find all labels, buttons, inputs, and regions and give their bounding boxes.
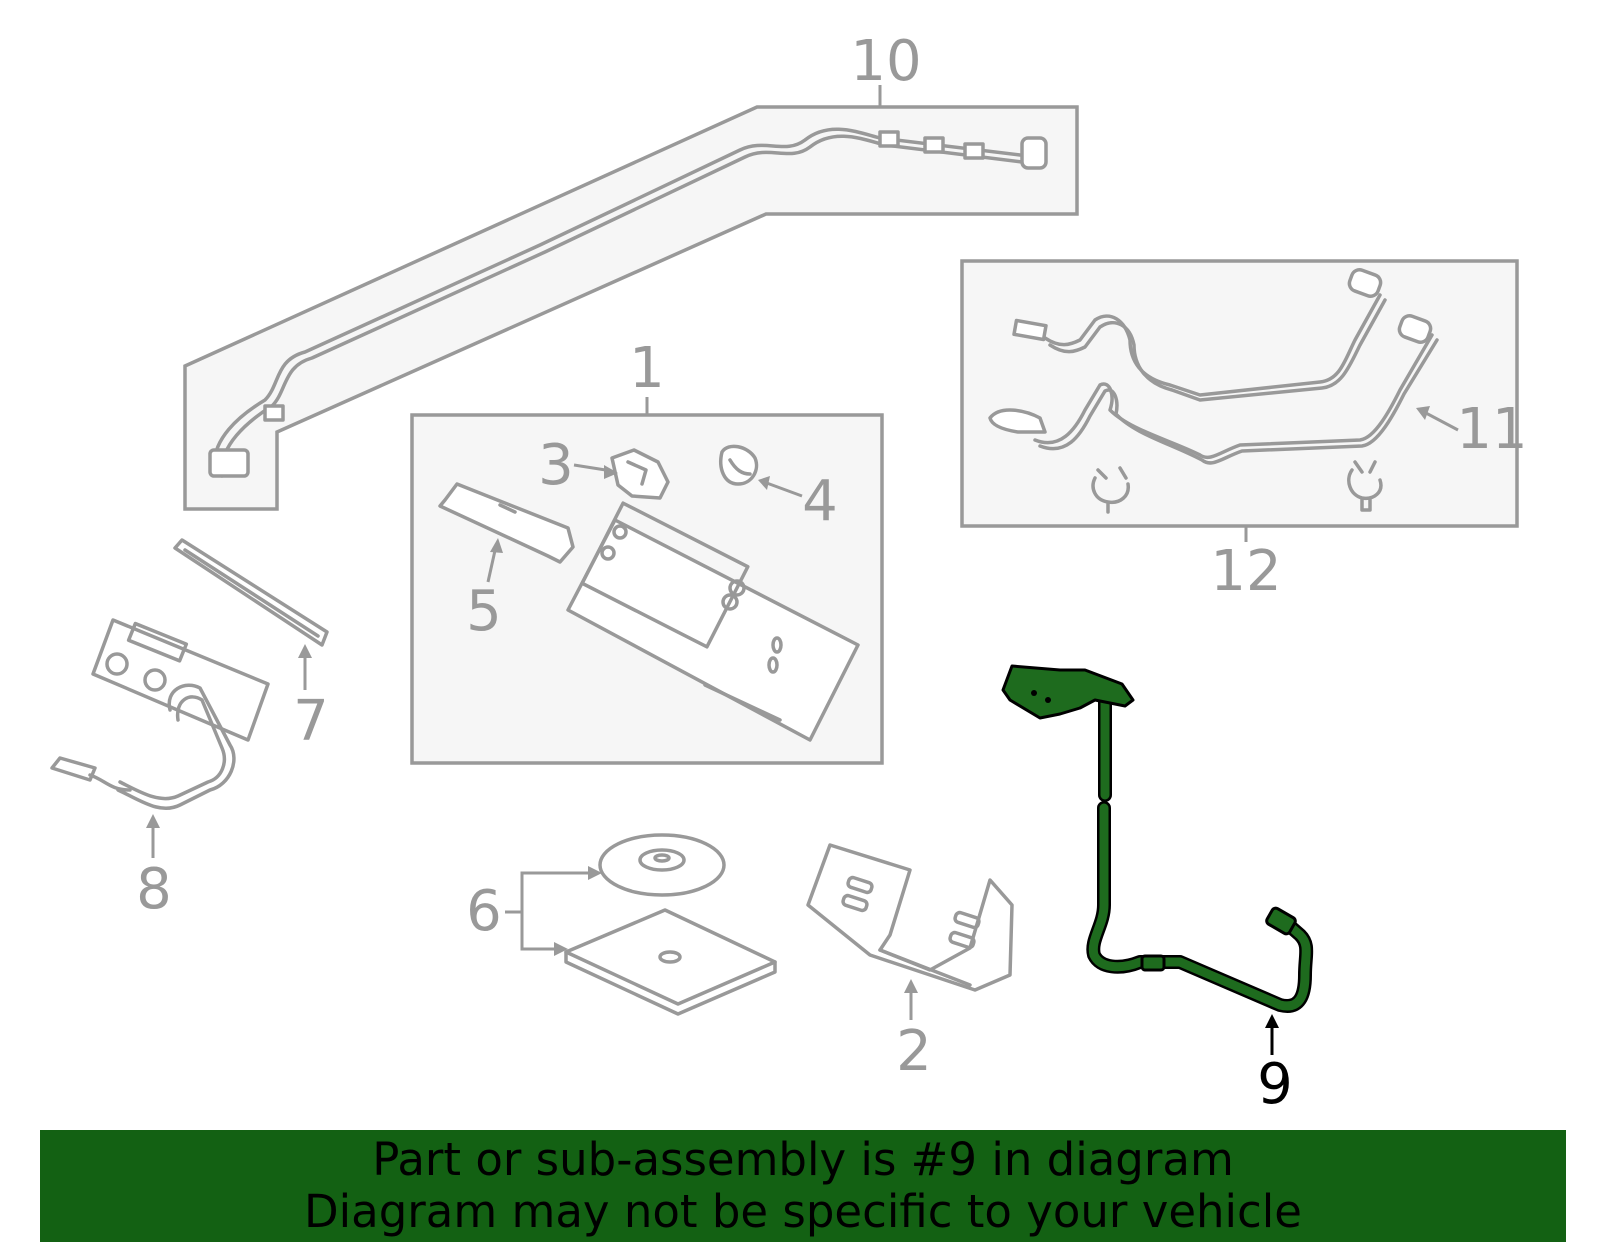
leader-8 <box>146 814 160 858</box>
part-10-roof-cable[interactable] <box>183 105 1079 511</box>
part-9-cable-highlighted[interactable] <box>1001 664 1314 1013</box>
part-2-mounting-bracket[interactable] <box>806 843 1014 992</box>
leader-7 <box>298 644 312 690</box>
callout-9: 9 <box>1257 1052 1293 1117</box>
callout-8: 8 <box>136 857 172 922</box>
part-6-media[interactable] <box>564 833 777 1016</box>
leader-3 <box>573 463 618 479</box>
part-1-navigation-unit-group[interactable] <box>410 413 884 765</box>
callout-10: 10 <box>850 29 921 94</box>
leader-5 <box>486 538 503 583</box>
callout-1: 1 <box>629 336 665 401</box>
part-7-trim-strip[interactable] <box>173 538 329 647</box>
leader-4 <box>758 476 803 498</box>
callout-2: 2 <box>896 1019 932 1084</box>
callout-6: 6 <box>466 879 502 944</box>
callout-4: 4 <box>802 469 838 534</box>
banner-line-1: Part or sub-assembly is #9 in diagram <box>372 1133 1234 1186</box>
callout-11: 11 <box>1456 397 1527 462</box>
leader-6 <box>505 866 602 956</box>
callout-7: 7 <box>293 689 329 754</box>
part-12-cable-group[interactable] <box>960 259 1519 528</box>
leader-11 <box>1416 406 1459 432</box>
info-banner: Part or sub-assembly is #9 in diagram Di… <box>40 1130 1566 1242</box>
callout-12: 12 <box>1210 539 1281 604</box>
part-8-aux-jack-assembly[interactable] <box>50 618 270 811</box>
leader-9 <box>1265 1014 1279 1055</box>
callout-3: 3 <box>538 433 574 498</box>
banner-line-2: Diagram may not be specific to your vehi… <box>304 1185 1302 1238</box>
callout-5: 5 <box>466 579 502 644</box>
leader-2 <box>904 979 918 1020</box>
